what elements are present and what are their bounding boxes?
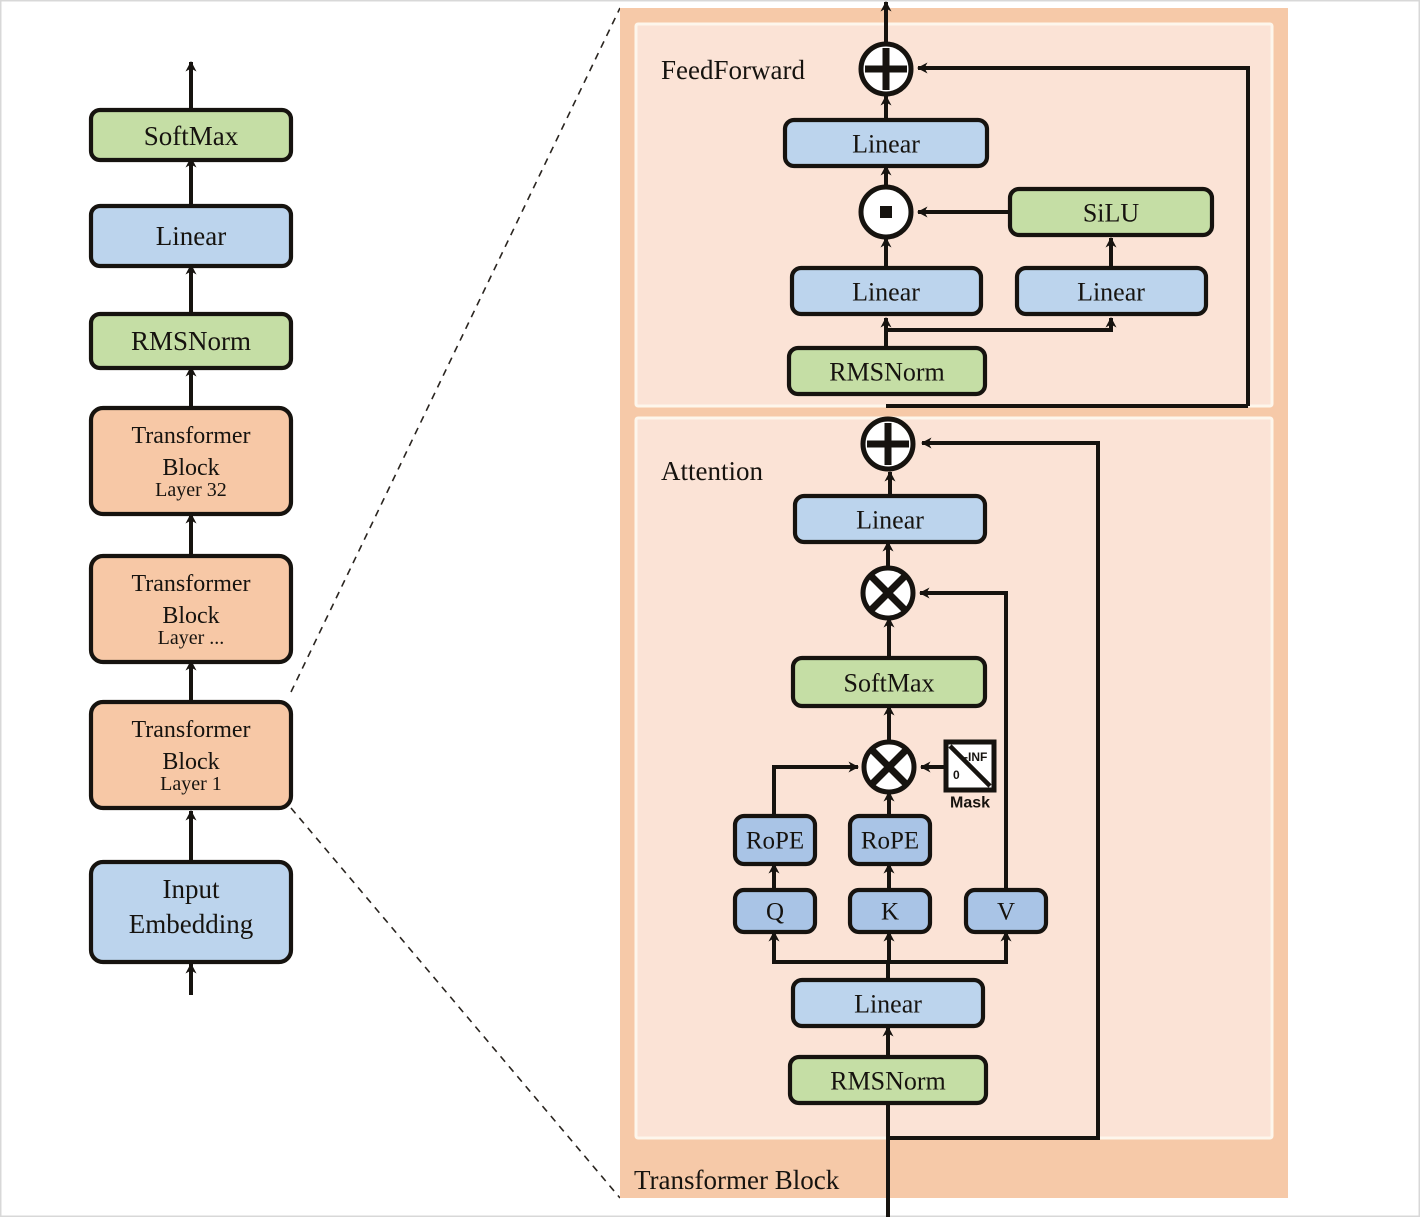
node-attn-linear-qkv[interactable]: Linear <box>790 977 986 1029</box>
node-ff-linear-out-label: Linear <box>852 130 920 159</box>
zoom-connector <box>290 7 621 1199</box>
node-ff-rmsnorm[interactable]: RMSNorm <box>786 345 988 397</box>
node-ff-linear-gate-label: Linear <box>852 278 920 307</box>
feedforward-panel-label: FeedForward <box>661 55 805 85</box>
node-ff-linear-gate[interactable]: Linear <box>789 265 984 317</box>
node-attn-v-label: V <box>997 899 1015 926</box>
feedforward-nodes: FeedForward Linear SiLU Linear <box>661 41 1215 397</box>
node-ff-rmsnorm-label: RMSNorm <box>829 358 945 387</box>
node-attn-q-label: Q <box>766 899 784 926</box>
node-ff-silu[interactable]: SiLU <box>1007 186 1215 238</box>
node-attn-rmsnorm-label: RMSNorm <box>830 1067 946 1096</box>
attention-panel-label: Attention <box>661 456 763 486</box>
wire-attn-residual <box>888 437 1100 1140</box>
mask-high-value: -INF <box>964 750 987 764</box>
node-softmax-label: SoftMax <box>144 121 239 151</box>
node-attn-linear-out[interactable]: Linear <box>792 493 988 545</box>
node-attn-k-label: K <box>881 899 899 926</box>
node-ff-linear-up-label: Linear <box>1077 278 1145 307</box>
wire-v-to-mulav <box>919 587 1008 888</box>
wire-ff-residual <box>917 62 1250 406</box>
node-embedding-label-line2: Embedding <box>129 909 253 939</box>
wire-ropeq-to-mulqk <box>772 761 859 816</box>
node-attn-linear-qkv-label: Linear <box>854 990 922 1019</box>
attention-nodes: Attention Linear SoftMax <box>661 416 1049 1106</box>
mask-label: Mask <box>950 795 990 812</box>
node-attn-rmsnorm[interactable]: RMSNorm <box>787 1054 989 1106</box>
node-attn-mul-qk[interactable] <box>861 739 917 795</box>
node-attn-v[interactable]: V <box>963 887 1049 935</box>
node-attn-softmax[interactable]: SoftMax <box>790 655 988 709</box>
detail-container-label: Transformer Block <box>634 1165 840 1195</box>
zoom-connector-upper <box>290 7 621 693</box>
node-attn-q[interactable]: Q <box>732 887 818 935</box>
node-rmsnorm[interactable]: RMSNorm <box>88 311 294 371</box>
node-attn-rope-q-label: RoPE <box>746 828 804 855</box>
node-ff-silu-label: SiLU <box>1083 199 1140 228</box>
node-input-embedding[interactable]: Input Embedding <box>88 859 294 965</box>
node-block1-sublabel: Layer 1 <box>160 773 222 795</box>
node-softmax[interactable]: SoftMax <box>88 107 294 163</box>
node-attn-softmax-label: SoftMax <box>844 669 935 698</box>
node-attn-add[interactable] <box>860 416 916 472</box>
node-attn-linear-out-label: Linear <box>856 506 924 535</box>
node-ff-linear-out[interactable]: Linear <box>782 117 990 169</box>
node-attn-k[interactable]: K <box>847 887 933 935</box>
mask-low-value: 0 <box>953 768 960 782</box>
node-blockdots-sublabel: Layer ... <box>158 627 225 649</box>
node-linear-label: Linear <box>156 221 226 251</box>
node-ff-linear-up[interactable]: Linear <box>1014 265 1209 317</box>
node-attn-mul-av[interactable] <box>860 565 916 621</box>
node-linear[interactable]: Linear <box>88 203 294 269</box>
node-embedding-label-line1: Input <box>163 874 220 904</box>
node-attn-rope-k[interactable]: RoPE <box>847 813 933 867</box>
attention-wires <box>768 437 1100 1217</box>
node-rmsnorm-label: RMSNorm <box>131 326 251 356</box>
node-block32-sublabel: Layer 32 <box>155 479 227 501</box>
node-attn-rope-q[interactable]: RoPE <box>732 813 818 867</box>
mask-icon[interactable]: 0 -INF Mask <box>943 739 997 812</box>
zoom-connector-lower <box>290 807 621 1199</box>
node-ff-add[interactable] <box>858 41 914 97</box>
node-attn-rope-k-label: RoPE <box>861 828 919 855</box>
node-ff-mul[interactable] <box>858 184 914 240</box>
